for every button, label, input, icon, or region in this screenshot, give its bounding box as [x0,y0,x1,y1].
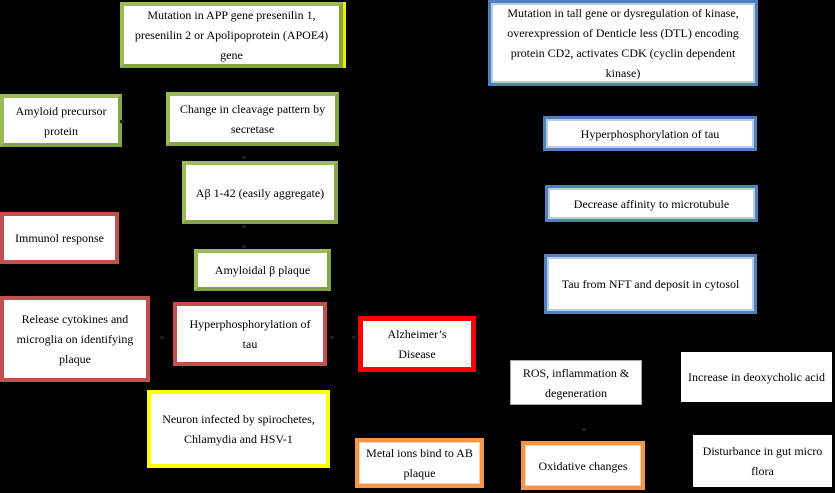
node-oxidative-changes: Oxidative changes [521,441,645,490]
node-app-gene-mutation: Mutation in APP gene presenilin 1, prese… [120,2,343,68]
node-amyloid-precursor: Amyloid precursor protein [0,94,122,147]
node-ros-inflammation: ROS, inflammation & degeneration [510,360,642,405]
node-neuron-infected: Neuron infected by spirochetes, Chlamydi… [147,390,330,468]
connector-tick [242,225,246,228]
node-microtubule-affinity: Decrease affinity to microtubule [545,185,758,222]
node-tau-gene-mutation: Mutation in tall gene or dysregulation o… [488,0,758,86]
node-release-cytokines: Release cytokines and microglia on ident… [0,296,150,382]
node-tau-hyperphosphorylation-blue: Hyperphosphorylation of tau [543,116,757,151]
node-cleavage-change: Change in cleavage pattern by secretase [166,92,339,146]
yellow-edge-artifact [343,2,346,68]
node-tau-hyperphosphorylation-red: Hyperphosphorylation of tau [173,302,327,366]
node-abeta-aggregate: Aβ 1-42 (easily aggregate) [182,161,338,224]
node-deoxycholic-acid: Increase in deoxycholic acid [681,352,832,402]
node-amyloidal-plaque: Amyloidal β plaque [194,249,331,291]
node-alzheimers-disease: Alzheimer’s Disease [358,316,476,372]
node-immunol-response: Immunol response [0,212,119,264]
connector-tick [582,428,586,431]
connector-tick [242,245,246,248]
connector-tick [330,336,334,339]
node-metal-ions: Metal ions bind to AB plaque [355,438,484,488]
connector-tick [352,336,356,339]
node-tau-nft-deposit: Tau from NFT and deposit in cytosol [544,254,757,314]
connector-tick [242,156,246,159]
connector-tick [160,336,164,339]
connector-tick [120,120,124,123]
node-gut-flora: Disturbance in gut micro flora [693,435,832,487]
